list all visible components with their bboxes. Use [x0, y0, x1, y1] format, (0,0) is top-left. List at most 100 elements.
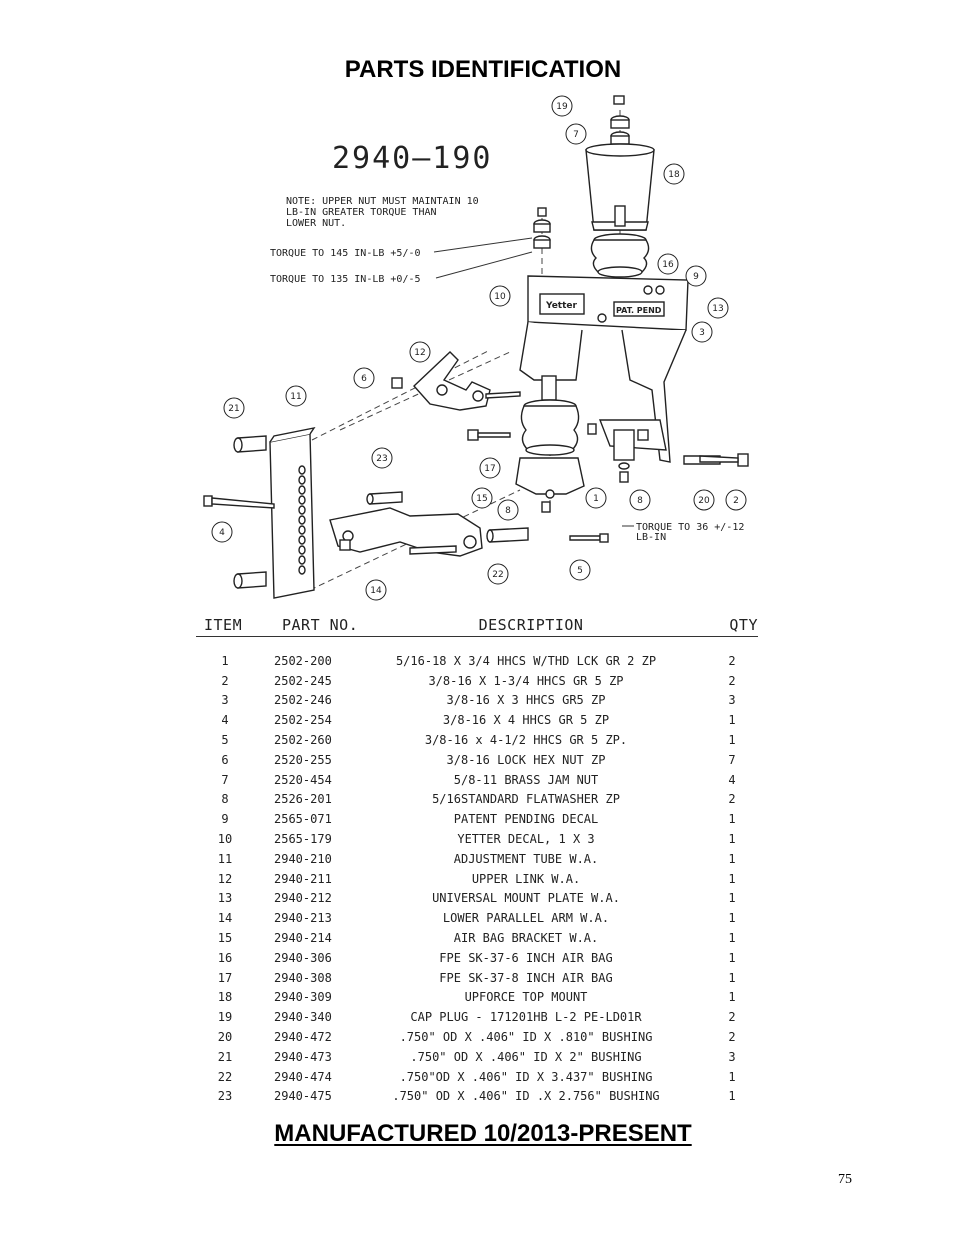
cell-part-no: 2940-211 — [274, 871, 332, 886]
cell-part-no: 2526-201 — [274, 792, 332, 807]
cell-description: CAP PLUG - 171201HB L-2 PE-LD01R — [410, 1010, 642, 1025]
svg-text:12: 12 — [414, 348, 425, 358]
cell-description: .750" OD X .406" ID X .810" BUSHING — [399, 1030, 653, 1045]
callout-3: 3 — [691, 321, 713, 343]
cell-description: 3/8-16 x 4-1/2 HHCS GR 5 ZP. — [424, 733, 628, 748]
cell-part-no: 2940-474 — [274, 1069, 332, 1084]
svg-text:15: 15 — [476, 494, 487, 504]
header-qty: QTY — [729, 616, 758, 634]
cell-description: YETTER DECAL, 1 X 3 — [457, 832, 595, 847]
cell-description: 3/8-16 X 4 HHCS GR 5 ZP — [442, 713, 610, 728]
cell-item: 3 — [221, 693, 229, 708]
cell-part-no: 2940-309 — [274, 990, 332, 1005]
svg-text:8: 8 — [637, 496, 643, 506]
cell-part-no: 2565-179 — [274, 832, 332, 847]
cell-qty: 1 — [728, 911, 736, 926]
cell-description: 5/16-18 X 3/4 HHCS W/THD LCK GR 2 ZP — [395, 653, 657, 668]
cell-part-no: 2520-454 — [274, 772, 332, 787]
callout-7: 7 — [565, 123, 587, 145]
svg-text:13: 13 — [712, 304, 723, 314]
cell-item: 15 — [217, 931, 233, 946]
cell-qty: 1 — [728, 970, 736, 985]
callout-8-upper: 8 — [629, 489, 651, 511]
cell-qty: 7 — [728, 752, 736, 767]
cell-part-no: 2565-071 — [274, 812, 332, 827]
callout-16: 16 — [657, 253, 679, 275]
cell-part-no: 2940-214 — [274, 931, 332, 946]
svg-text:3: 3 — [699, 328, 705, 338]
cell-item: 12 — [217, 871, 233, 886]
cell-description: .750" OD X .406" ID .X 2.756" BUSHING — [392, 1089, 660, 1104]
note-line-3: LOWER NUT. — [286, 218, 346, 229]
svg-text:20: 20 — [698, 496, 710, 506]
cell-qty: 1 — [728, 891, 736, 906]
svg-text:8: 8 — [505, 506, 511, 516]
cell-qty: 2 — [728, 792, 736, 807]
cell-description: PATENT PENDING DECAL — [453, 812, 599, 827]
cell-part-no: 2502-260 — [274, 733, 332, 748]
callout-9: 9 — [685, 265, 707, 287]
callout-5: 5 — [569, 559, 591, 581]
cell-part-no: 2940-306 — [274, 950, 332, 965]
cell-item: 11 — [217, 851, 233, 866]
parts-table-header: ITEM PART NO. DESCRIPTION QTY — [196, 612, 758, 637]
cell-part-no: 2520-255 — [274, 752, 332, 767]
cell-item: 13 — [217, 891, 233, 906]
cell-qty: 1 — [728, 1089, 736, 1104]
svg-text:6: 6 — [361, 374, 367, 384]
cell-description: ADJUSTMENT TUBE W.A. — [453, 851, 599, 866]
cell-part-no: 2940-473 — [274, 1049, 332, 1064]
cell-item: 8 — [221, 792, 229, 807]
cell-qty: 1 — [728, 1069, 736, 1084]
cell-qty: 2 — [728, 673, 736, 688]
cell-item: 10 — [217, 832, 233, 847]
cell-part-no: 2502-254 — [274, 713, 332, 728]
cell-item: 14 — [217, 911, 233, 926]
note-line-2: LB-IN GREATER TORQUE THAN — [286, 207, 437, 218]
svg-text:14: 14 — [370, 586, 382, 596]
cell-description: 5/16STANDARD FLATWASHER ZP — [432, 792, 620, 807]
cell-description: .750" OD X .406" ID X 2" BUSHING — [410, 1049, 642, 1064]
cell-part-no: 2502-246 — [274, 693, 332, 708]
cell-description: UPFORCE TOP MOUNT — [464, 990, 588, 1005]
svg-text:7: 7 — [573, 130, 579, 140]
exploded-parts-diagram: 2940—190 NOTE: UPPER NUT MUST MAINTAIN 1… — [190, 90, 770, 610]
cell-description: 3/8-16 X 1-3/4 HHCS GR 5 ZP — [428, 673, 624, 688]
cell-qty: 1 — [728, 931, 736, 946]
svg-text:16: 16 — [662, 260, 674, 270]
diagram-svg: 2940—190 NOTE: UPPER NUT MUST MAINTAIN 1… — [203, 95, 749, 601]
manufactured-date-text: MANUFACTURED 10/2013-PRESENT — [274, 1120, 692, 1147]
cell-qty: 4 — [728, 772, 736, 787]
callout-19: 19 — [551, 95, 573, 117]
cell-item: 4 — [221, 713, 229, 728]
cell-item: 23 — [217, 1089, 233, 1104]
cell-item: 21 — [217, 1049, 233, 1064]
svg-text:11: 11 — [290, 392, 301, 402]
cell-part-no: 2502-245 — [274, 673, 332, 688]
torque-note-upper: TORQUE TO 145 IN-LB +5/-0 — [270, 248, 421, 259]
cell-description: UPPER LINK W.A. — [471, 871, 581, 886]
callout-20: 20 — [693, 489, 715, 511]
svg-text:1: 1 — [593, 494, 599, 504]
table-row: 15 2940-214 AIR BAG BRACKET W.A. 1 — [196, 928, 758, 948]
cell-qty: 3 — [728, 693, 736, 708]
cell-item: 16 — [217, 950, 233, 965]
callout-1: 1 — [585, 487, 607, 509]
cell-item: 2 — [221, 673, 229, 688]
svg-text:5: 5 — [577, 566, 583, 576]
cell-part-no: 2940-472 — [274, 1030, 332, 1045]
callout-10: 10 — [489, 285, 511, 307]
cell-description: AIR BAG BRACKET W.A. — [453, 931, 599, 946]
svg-text:10: 10 — [494, 292, 506, 302]
